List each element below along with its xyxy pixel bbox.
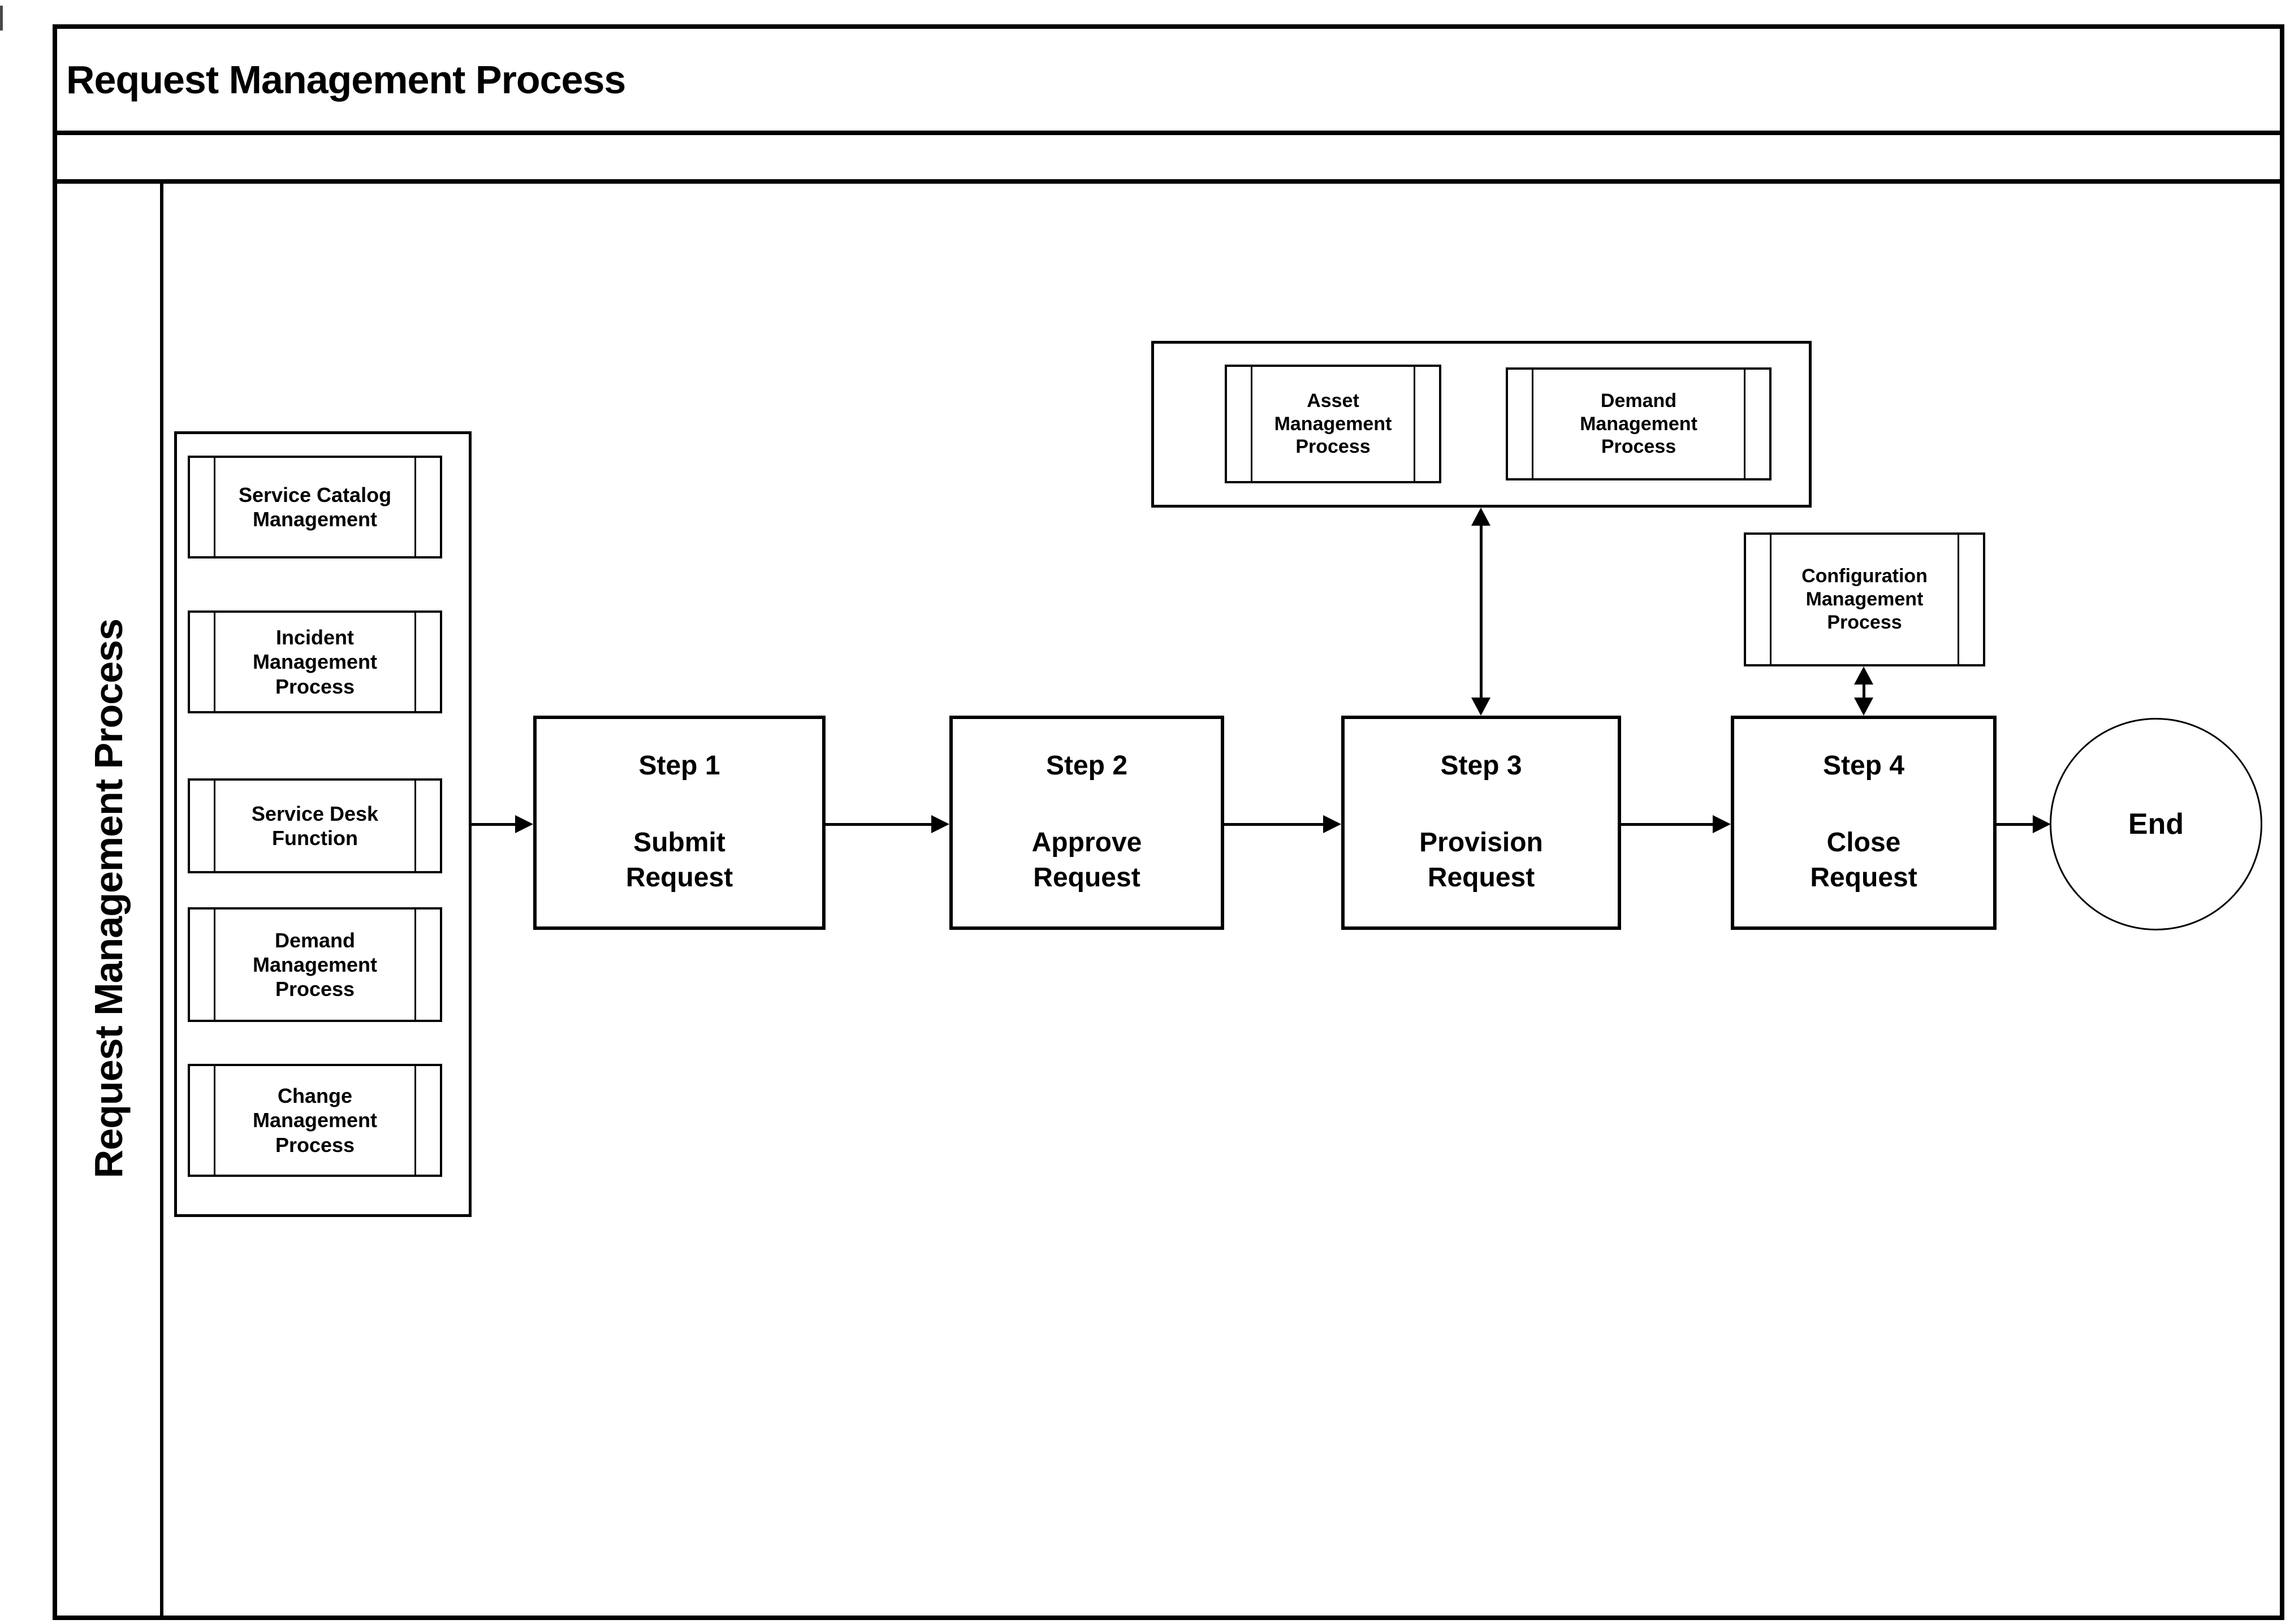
arrow-down-icon — [1854, 698, 1873, 716]
arrow-shaft — [472, 823, 517, 826]
arrow-shaft — [1863, 672, 1865, 710]
swimlane-label-wrap: Request Management Process — [57, 554, 160, 1244]
arrow-shaft — [826, 823, 934, 826]
flow-arrow-step2-to-step3 — [1224, 815, 1341, 833]
step-title: Step 4 — [1822, 750, 1905, 781]
diagram-title: Request Management Process — [66, 58, 626, 102]
title-bar: Request Management Process — [57, 29, 2280, 135]
arrow-shaft — [1997, 823, 2035, 826]
step-2-box: Step 2 Approve Request — [949, 716, 1224, 930]
subprocess-demand-management-process-top: Demand Management Process — [1506, 367, 1771, 480]
arrow-shaft — [1621, 823, 1715, 826]
subprocess-asset-management-process: Asset Management Process — [1225, 365, 1441, 483]
step-4-box: Step 4 Close Request — [1731, 716, 1997, 930]
subprocess-demand-management-process: Demand Management Process — [188, 907, 442, 1022]
subprocess-label: Demand Management Process — [1580, 389, 1697, 458]
subprocess-label: Service Desk Function — [251, 802, 379, 850]
subprocess-label: Incident Management Process — [252, 626, 378, 698]
end-terminator: End — [2050, 718, 2262, 930]
end-label: End — [2128, 808, 2184, 841]
diagram-body — [57, 184, 2280, 1616]
arrow-shaft — [1480, 513, 1483, 710]
bidirectional-arrow-supportgroup-step3 — [1471, 508, 1490, 716]
step-3-box: Step 3 Provision Request — [1341, 716, 1621, 930]
flow-arrow-step3-to-step4 — [1621, 815, 1731, 833]
subprocess-label: Service Catalog Management — [238, 483, 392, 531]
arrow-shaft — [1224, 823, 1325, 826]
step-action: Submit Request — [625, 827, 733, 893]
bidirectional-arrow-config-step4 — [1854, 666, 1873, 716]
swimlane-label-column — [57, 184, 163, 1616]
subprocess-label: Configuration Management Process — [1801, 565, 1928, 633]
subprocess-service-desk-function: Service Desk Function — [188, 778, 442, 873]
step-action: Provision Request — [1419, 827, 1543, 893]
arrow-right-icon — [515, 815, 533, 833]
support-processes-group — [1151, 341, 1812, 508]
flow-arrow-step1-to-step2 — [826, 815, 949, 833]
arrow-right-icon — [1713, 815, 1731, 833]
subprocess-incident-management-process: Incident Management Process — [188, 610, 442, 713]
arrow-right-icon — [1323, 815, 1341, 833]
scan-artifact-mark — [0, 6, 3, 31]
arrow-right-icon — [2033, 815, 2051, 833]
subprocess-configuration-management-process: Configuration Management Process — [1744, 532, 1985, 666]
subprocess-label: Demand Management Process — [252, 928, 378, 1001]
diagram-frame: Request Management Process — [53, 24, 2284, 1620]
subprocess-service-catalog-management: Service Catalog Management — [188, 456, 442, 558]
flow-arrow-group-to-step1 — [472, 815, 533, 833]
step-action: Close Request — [1810, 827, 1917, 893]
subprocess-change-management-process: Change Management Process — [188, 1064, 442, 1177]
reference-processes-group — [174, 431, 472, 1217]
arrow-down-icon — [1471, 698, 1490, 716]
step-title: Step 3 — [1440, 750, 1522, 781]
step-1-box: Step 1 Submit Request — [533, 716, 826, 930]
arrow-right-icon — [931, 815, 949, 833]
step-title: Step 2 — [1045, 750, 1128, 781]
step-action: Approve Request — [1031, 827, 1142, 893]
step-title: Step 1 — [638, 750, 720, 781]
subprocess-label: Asset Management Process — [1274, 389, 1392, 458]
subprocess-label: Change Management Process — [252, 1084, 378, 1157]
swimlane-label: Request Management Process — [87, 619, 131, 1179]
flow-arrow-step4-to-end — [1997, 815, 2051, 833]
subtitle-band — [57, 135, 2280, 184]
